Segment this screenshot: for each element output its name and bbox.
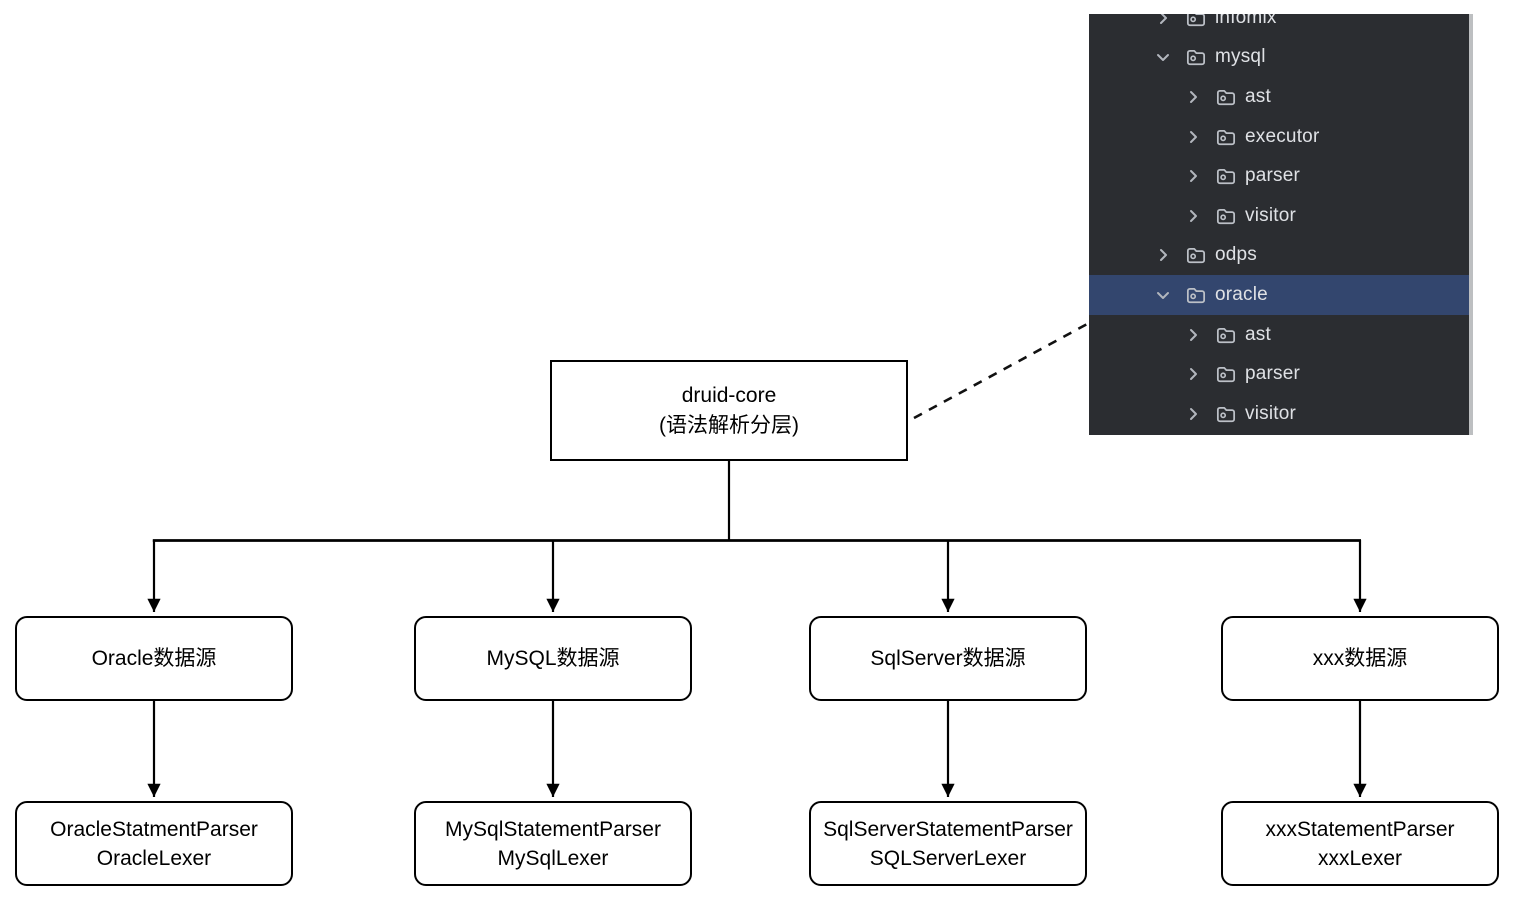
tree-item-mysql-1[interactable]: mysql xyxy=(1089,38,1469,78)
folder-icon xyxy=(1215,324,1237,346)
node-xxx-parser: xxxStatementParser xxxLexer xyxy=(1221,801,1499,886)
tree-item-label: visitor xyxy=(1245,204,1297,226)
tree-item-oracle-7[interactable]: oracle xyxy=(1089,275,1469,315)
node-label: SqlServer数据源 xyxy=(870,646,1026,670)
folder-icon xyxy=(1185,284,1207,306)
chevron-right-icon[interactable] xyxy=(1183,325,1203,345)
file-tree-panel: infomix mysql ast executor parser visitor odps… xyxy=(1089,14,1469,435)
node-xxx-datasource: xxx数据源 xyxy=(1221,616,1499,701)
folder-icon xyxy=(1215,126,1237,148)
tree-item-visitor-10[interactable]: visitor xyxy=(1089,394,1469,434)
file-tree-list: infomix mysql ast executor parser visitor odps… xyxy=(1089,14,1469,434)
node-line2: OracleLexer xyxy=(96,846,212,870)
tree-item-parser-4[interactable]: parser xyxy=(1089,156,1469,196)
folder-icon xyxy=(1215,363,1237,385)
tree-item-label: infomix xyxy=(1215,14,1277,28)
tree-item-label: visitor xyxy=(1245,402,1297,424)
node-line1: OracleStatmentParser xyxy=(50,817,258,841)
folder-icon xyxy=(1215,403,1237,425)
tree-item-label: mysql xyxy=(1215,46,1266,68)
tree-item-label: parser xyxy=(1245,363,1301,385)
chevron-right-icon[interactable] xyxy=(1183,206,1203,226)
tree-item-label: parser xyxy=(1245,165,1301,187)
node-sqlserver-parser: SqlServerStatementParser SQLServerLexer xyxy=(809,801,1087,886)
chevron-right-icon[interactable] xyxy=(1183,127,1203,147)
tree-item-executor-3[interactable]: executor xyxy=(1089,117,1469,157)
chevron-right-icon[interactable] xyxy=(1153,245,1173,265)
tree-item-label: ast xyxy=(1245,323,1271,345)
node-sqlserver-datasource: SqlServer数据源 xyxy=(809,616,1087,701)
tree-item-ast-8[interactable]: ast xyxy=(1089,315,1469,355)
chevron-right-icon[interactable] xyxy=(1183,404,1203,424)
root-node-title: druid-core xyxy=(681,383,777,407)
node-oracle-datasource: Oracle数据源 xyxy=(15,616,293,701)
node-oracle-parser: OracleStatmentParser OracleLexer xyxy=(15,801,293,886)
node-line1: SqlServerStatementParser xyxy=(823,817,1073,841)
folder-icon xyxy=(1215,205,1237,227)
tree-item-label: ast xyxy=(1245,85,1271,107)
node-label: MySQL数据源 xyxy=(486,646,620,670)
tree-item-parser-9[interactable]: parser xyxy=(1089,354,1469,394)
tree-item-ast-2[interactable]: ast xyxy=(1089,77,1469,117)
folder-icon xyxy=(1185,244,1207,266)
node-label: Oracle数据源 xyxy=(91,646,217,670)
chevron-down-icon[interactable] xyxy=(1153,47,1173,67)
folder-icon xyxy=(1215,86,1237,108)
node-label: xxx数据源 xyxy=(1312,646,1408,670)
tree-item-label: oracle xyxy=(1215,283,1268,305)
node-line2: xxxLexer xyxy=(1317,846,1403,870)
tree-item-label: odps xyxy=(1215,244,1258,266)
folder-icon xyxy=(1185,14,1207,29)
node-mysql-parser: MySqlStatementParser MySqlLexer xyxy=(414,801,692,886)
tree-item-infomix-0[interactable]: infomix xyxy=(1089,14,1469,38)
node-line1: MySqlStatementParser xyxy=(445,817,661,841)
chevron-right-icon[interactable] xyxy=(1183,166,1203,186)
node-line2: SQLServerLexer xyxy=(869,846,1027,870)
file-tree-panel-edge xyxy=(1469,14,1473,435)
tree-item-label: executor xyxy=(1245,125,1320,147)
chevron-right-icon[interactable] xyxy=(1183,364,1203,384)
folder-icon xyxy=(1215,165,1237,187)
chevron-right-icon[interactable] xyxy=(1183,87,1203,107)
chevron-down-icon[interactable] xyxy=(1153,285,1173,305)
tree-item-odps-6[interactable]: odps xyxy=(1089,236,1469,276)
node-mysql-datasource: MySQL数据源 xyxy=(414,616,692,701)
node-line1: xxxStatementParser xyxy=(1265,817,1455,841)
folder-icon xyxy=(1185,46,1207,68)
tree-item-visitor-5[interactable]: visitor xyxy=(1089,196,1469,236)
chevron-right-icon[interactable] xyxy=(1153,14,1173,28)
node-line2: MySqlLexer xyxy=(497,846,609,870)
node-druid-core: druid-core (语法解析分层) xyxy=(550,360,908,461)
root-node-subtitle: (语法解析分层) xyxy=(659,413,799,437)
